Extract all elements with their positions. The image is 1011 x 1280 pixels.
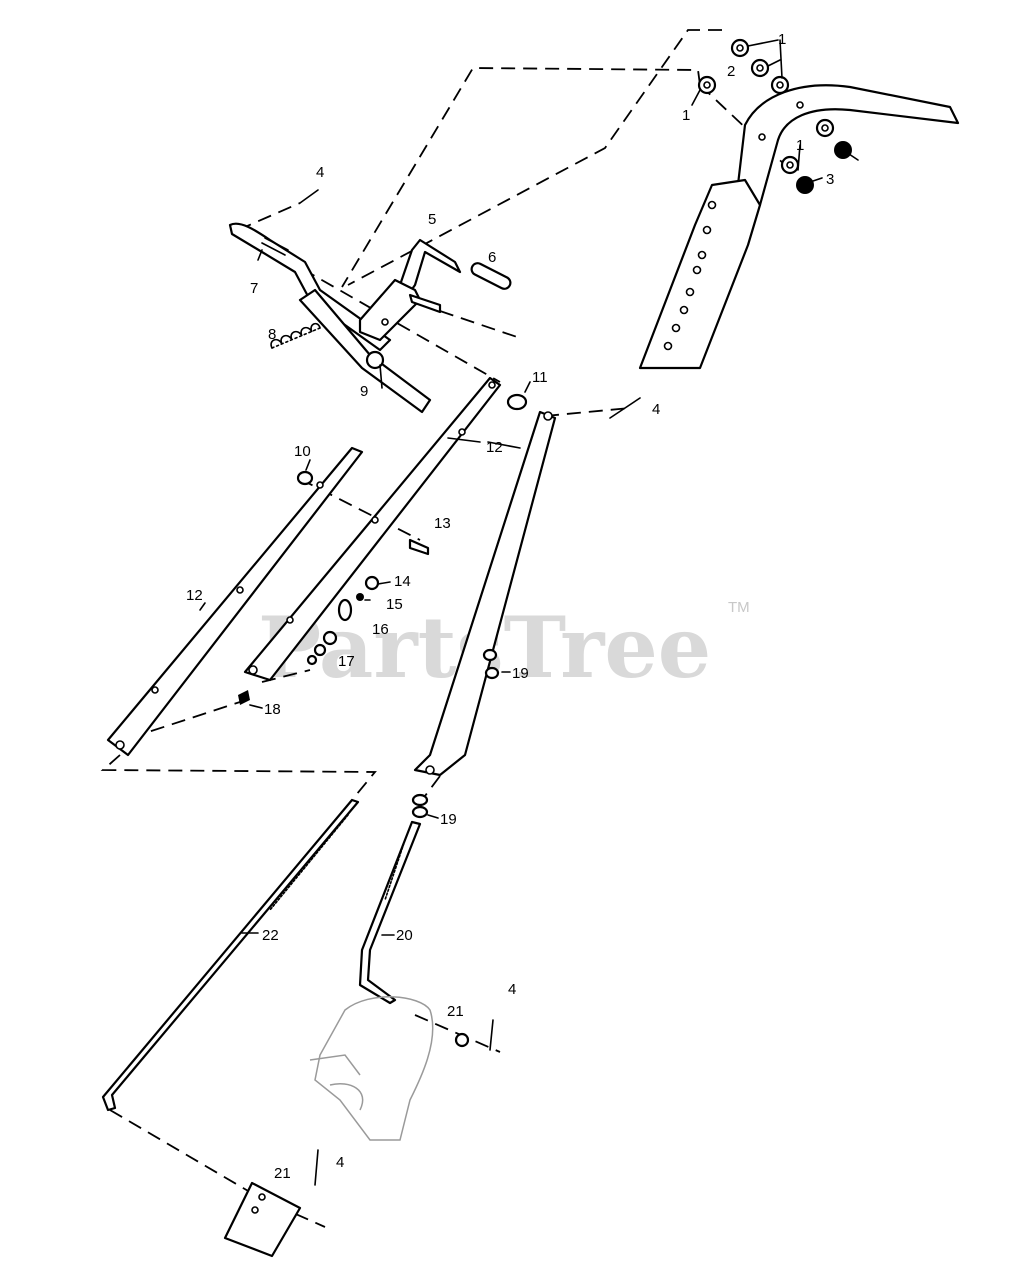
callout-12: 12: [186, 587, 203, 604]
spring-8: [270, 322, 321, 349]
callout-1: 1: [682, 107, 690, 124]
callout-8: 8: [268, 326, 276, 343]
callout-4: 4: [652, 401, 660, 418]
linkage-12-left: [106, 446, 364, 757]
washers-bolts-upper: [697, 38, 859, 194]
handlebar-holes: [663, 200, 717, 351]
rod-20: [358, 820, 422, 1005]
callout-18: 18: [264, 701, 281, 718]
callout-7: 7: [250, 280, 258, 297]
background-housing: [309, 996, 434, 1141]
callout-1: 1: [796, 137, 804, 154]
linkage-12-center: [243, 376, 502, 682]
callout-3: 3: [826, 171, 834, 188]
callout-17: 17: [338, 653, 355, 670]
callout-2: 2: [727, 63, 735, 80]
callout-19: 19: [440, 811, 457, 828]
callout-9: 9: [360, 383, 368, 400]
callout-10: 10: [294, 443, 311, 460]
callout-13: 13: [434, 515, 451, 532]
callout-14: 14: [394, 573, 411, 590]
callout-15: 15: [386, 596, 403, 613]
callout-5: 5: [428, 211, 436, 228]
bracket-5: [358, 238, 462, 342]
callout-20: 20: [396, 927, 413, 944]
callout-19: 19: [512, 665, 529, 682]
callout-16: 16: [372, 621, 389, 638]
handlebar: [638, 84, 960, 370]
callout-4: 4: [336, 1154, 344, 1171]
pin-6: [470, 262, 512, 290]
callout-4: 4: [508, 981, 516, 998]
callout-21: 21: [274, 1165, 291, 1182]
callout-12: 12: [486, 439, 503, 456]
callout-labels: 1 1 1 2 3 4 4 4 4 5 6 7 8 9 10 11 12 12 …: [186, 31, 834, 1182]
leader-lines: [199, 39, 823, 936]
watermark-trademark: TM: [728, 599, 750, 616]
lever-assembly: [228, 222, 432, 414]
callout-4: 4: [316, 164, 324, 181]
callout-6: 6: [488, 249, 496, 266]
tube-right: [413, 410, 557, 777]
callout-1: 1: [778, 31, 786, 48]
callout-11: 11: [532, 369, 548, 386]
hardware-small: [238, 189, 641, 1221]
rod-22: [101, 798, 360, 1112]
bottom-bracket: [223, 1181, 302, 1258]
callout-21: 21: [447, 1003, 464, 1020]
callout-22: 22: [262, 927, 279, 944]
